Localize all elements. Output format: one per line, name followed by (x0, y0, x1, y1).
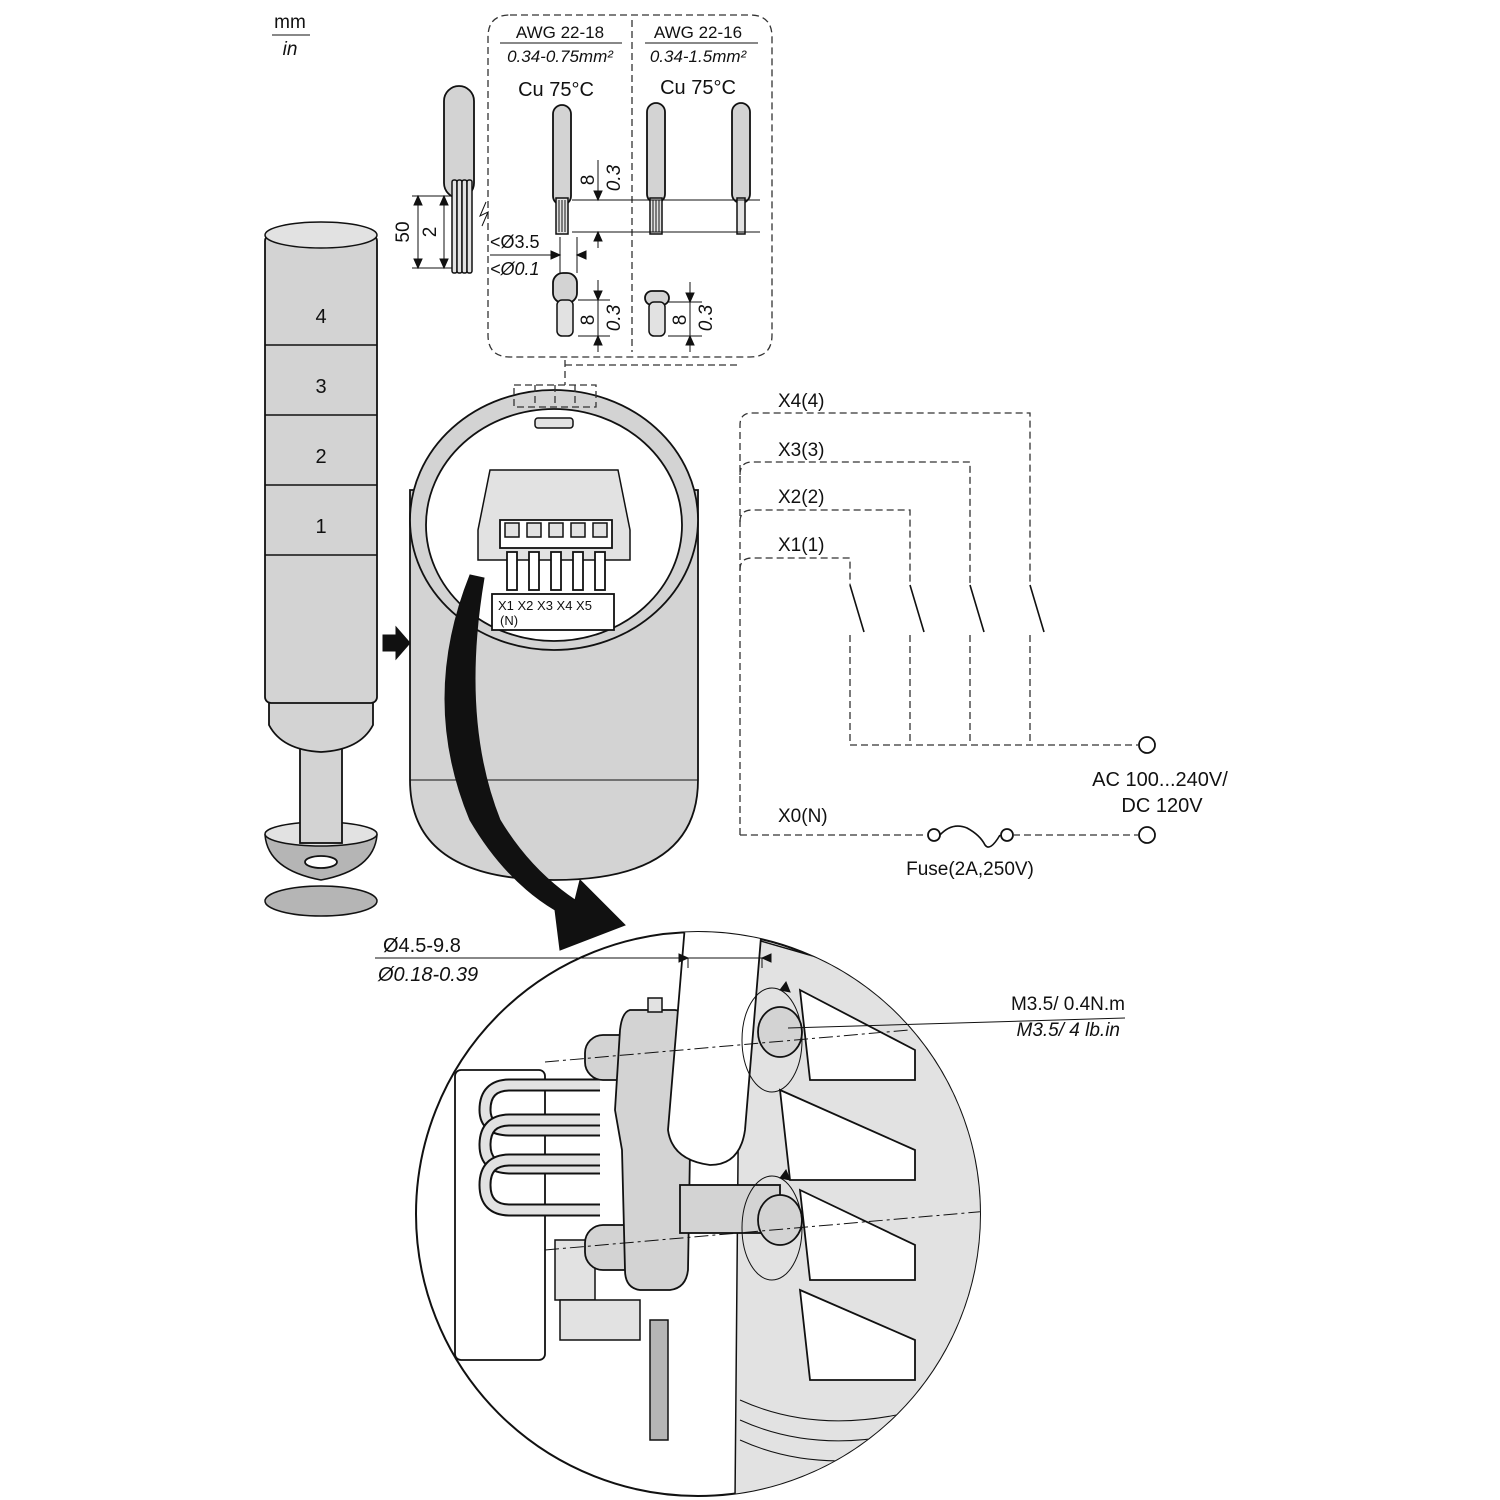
neutral-label: X0(N) (778, 806, 828, 827)
ferrule-length-in-right: 0.3 (696, 304, 717, 331)
rating-left: Cu 75°C (518, 79, 594, 101)
strip-dia-in: <Ø0.1 (490, 259, 540, 279)
units-legend: mm in (272, 12, 310, 60)
torque-metric: M3.5/ 0.4N.m (1011, 994, 1125, 1015)
strip-length-mm: 8 (578, 175, 599, 186)
ferrule-left (552, 272, 578, 337)
line-label-x4: X4(4) (778, 391, 824, 412)
strip-dia-mm: <Ø3.5 (490, 232, 540, 252)
stripped-wire-left (552, 104, 572, 235)
awg-right: AWG 22-16 (654, 23, 742, 42)
line-label-x3: X3(3) (778, 440, 824, 461)
tier-label-2: 2 (315, 446, 326, 468)
section-left: 0.34-0.75mm² (507, 47, 614, 66)
torque-imperial: M3.5/ 4 lb.in (1017, 1020, 1121, 1041)
line-label-x2: X2(2) (778, 487, 824, 508)
cable-strip-length: 2 (420, 227, 441, 238)
unit-in: in (283, 39, 298, 60)
detail-view: Ø4.5-9.8 Ø0.18-0.39 M3.5/ 0.4N.m M3.5/ 4… (375, 931, 1126, 1497)
supply-voltage-line1: AC 100...240V/ (1092, 769, 1228, 791)
signal-tower: 4 3 2 1 (264, 221, 411, 917)
section-right: 0.34-1.5mm² (650, 47, 748, 66)
terminal-neutral-label: (N) (500, 613, 518, 628)
multicore-cable: 50 2 (393, 85, 489, 274)
wire-spec-panel: AWG 22-18 0.34-0.75mm² AWG 22-16 0.34-1.… (487, 14, 773, 358)
tier-label-3: 3 (315, 376, 326, 398)
tier-label-1: 1 (315, 516, 326, 538)
tier-label-4: 4 (315, 306, 326, 328)
wiring-circuit: X4(4) X3(3) X2(2) X1(1) AC 100...240V/ D… (739, 391, 1228, 880)
zoom-arrow (444, 574, 626, 951)
ferrule-length-mm-right: 8 (670, 315, 691, 326)
gland-diameter-in: Ø0.18-0.39 (377, 964, 478, 986)
terminal-label: X1 X2 X3 X4 X5 (498, 598, 592, 613)
rating-right: Cu 75°C (660, 77, 736, 99)
supply-voltage-line2: DC 120V (1121, 795, 1203, 817)
awg-left: AWG 22-18 (516, 23, 604, 42)
ferrule-length-mm-left: 8 (578, 315, 599, 326)
ferrule-right (644, 290, 670, 337)
cable-sheath-length: 50 (393, 221, 414, 242)
unit-mm: mm (274, 12, 306, 33)
ferrule-length-in-left: 0.3 (604, 304, 625, 331)
strip-length-in: 0.3 (604, 164, 625, 191)
line-label-x1: X1(1) (778, 535, 824, 556)
gland-diameter-mm: Ø4.5-9.8 (383, 935, 461, 957)
stripped-wire-mid (646, 102, 666, 235)
fuse-label: Fuse(2A,250V) (906, 859, 1034, 880)
stripped-wire-right (731, 102, 751, 235)
